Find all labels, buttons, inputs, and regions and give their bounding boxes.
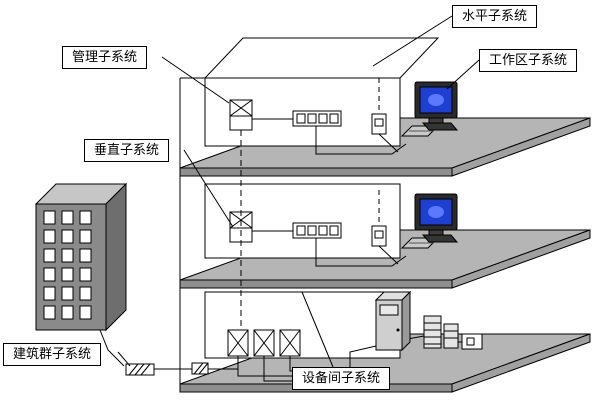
label-management-subsystem: 管理子系统 [62,46,148,69]
outlet-box-ground-icon [461,333,483,350]
patch-cable-top [315,126,407,155]
campus-windows [43,210,92,320]
label-horizontal-subsystem: 水平子系统 [452,5,538,28]
distributor-top-icon [229,99,253,131]
campus-cable [99,329,125,367]
patch-cable-middle [315,238,407,267]
label-equipment-room-subsystem: 设备间子系统 [292,367,391,390]
faceplate-middle-icon [292,222,342,239]
wall-outlet-middle-icon [371,225,387,247]
distributor-middle-icon [229,211,253,243]
outlet-cable-middle [378,245,399,265]
leader-equipment [301,291,334,368]
roof-outline [203,37,440,79]
computer-icon-top [401,81,458,137]
switch-stack-icon [423,315,442,349]
leader-management [161,56,230,104]
label-work-area-subsystem: 工作区子系统 [479,49,578,72]
label-campus-subsystem: 建筑群子系统 [3,343,102,366]
leader-horizontal [372,15,453,67]
label-vertical-subsystem: 垂直子系统 [84,139,170,162]
faceplate-top-icon [292,110,342,127]
leader-campus [117,351,131,367]
computer-icon-middle [401,193,458,249]
campus-building [34,182,128,332]
leader-workarea [446,59,480,90]
switch-stack-icon-2 [443,323,459,349]
outlet-cable-top [378,133,399,153]
wall-outlet-top-icon [371,113,387,135]
ground-distributor-icons [227,329,301,357]
leader-vertical [183,149,234,228]
equipment-cabinet-icon [374,290,412,352]
building-frame [179,77,205,392]
cable-entry-box-icon [191,362,209,375]
